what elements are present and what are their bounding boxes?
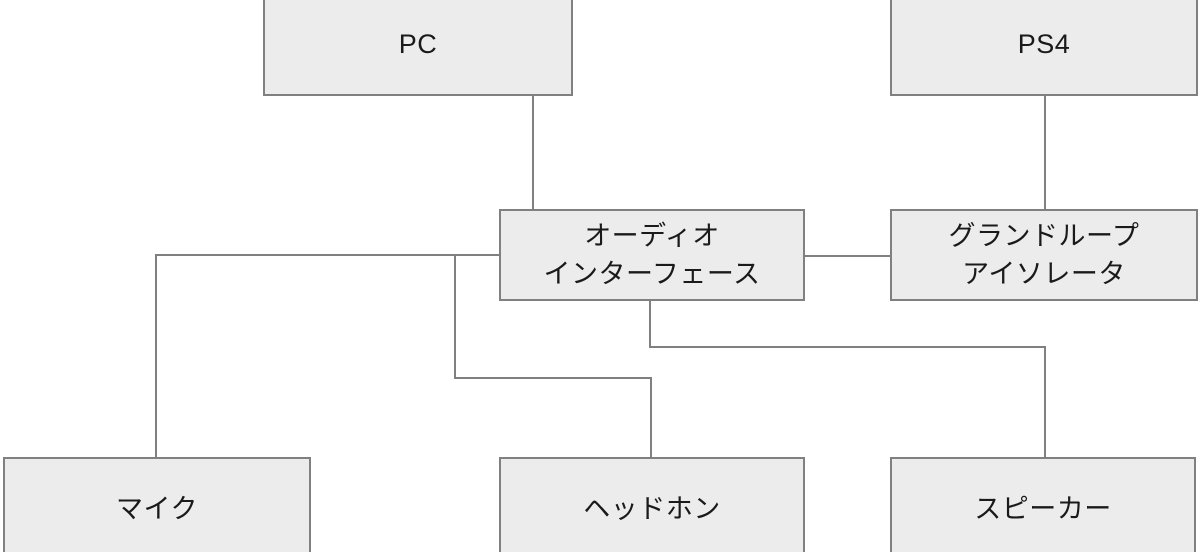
node-speaker[interactable]: スピーカー — [890, 457, 1196, 552]
connector-audio-interface-to-headphone — [454, 254, 652, 459]
node-ground-loop-isolator-label: グランドループ アイソレータ — [948, 220, 1140, 289]
node-speaker-label: スピーカー — [974, 493, 1112, 524]
node-ps4[interactable]: PS4 — [890, 0, 1198, 96]
node-mic[interactable]: マイク — [3, 457, 311, 552]
node-headphone[interactable]: ヘッドホン — [499, 457, 805, 552]
node-audio-interface-label: オーディオ インターフェース — [543, 220, 761, 289]
node-ground-loop-isolator[interactable]: グランドループ アイソレータ — [890, 209, 1198, 301]
connector-audio-interface-to-mic — [155, 254, 499, 459]
connector-audio-interface-to-speaker — [649, 299, 1046, 459]
node-pc[interactable]: PC — [263, 0, 573, 96]
node-headphone-label: ヘッドホン — [583, 493, 721, 524]
node-ps4-label: PS4 — [1017, 28, 1071, 59]
node-mic-label: マイク — [116, 493, 198, 524]
node-pc-label: PC — [398, 28, 438, 59]
node-audio-interface[interactable]: オーディオ インターフェース — [499, 209, 805, 301]
